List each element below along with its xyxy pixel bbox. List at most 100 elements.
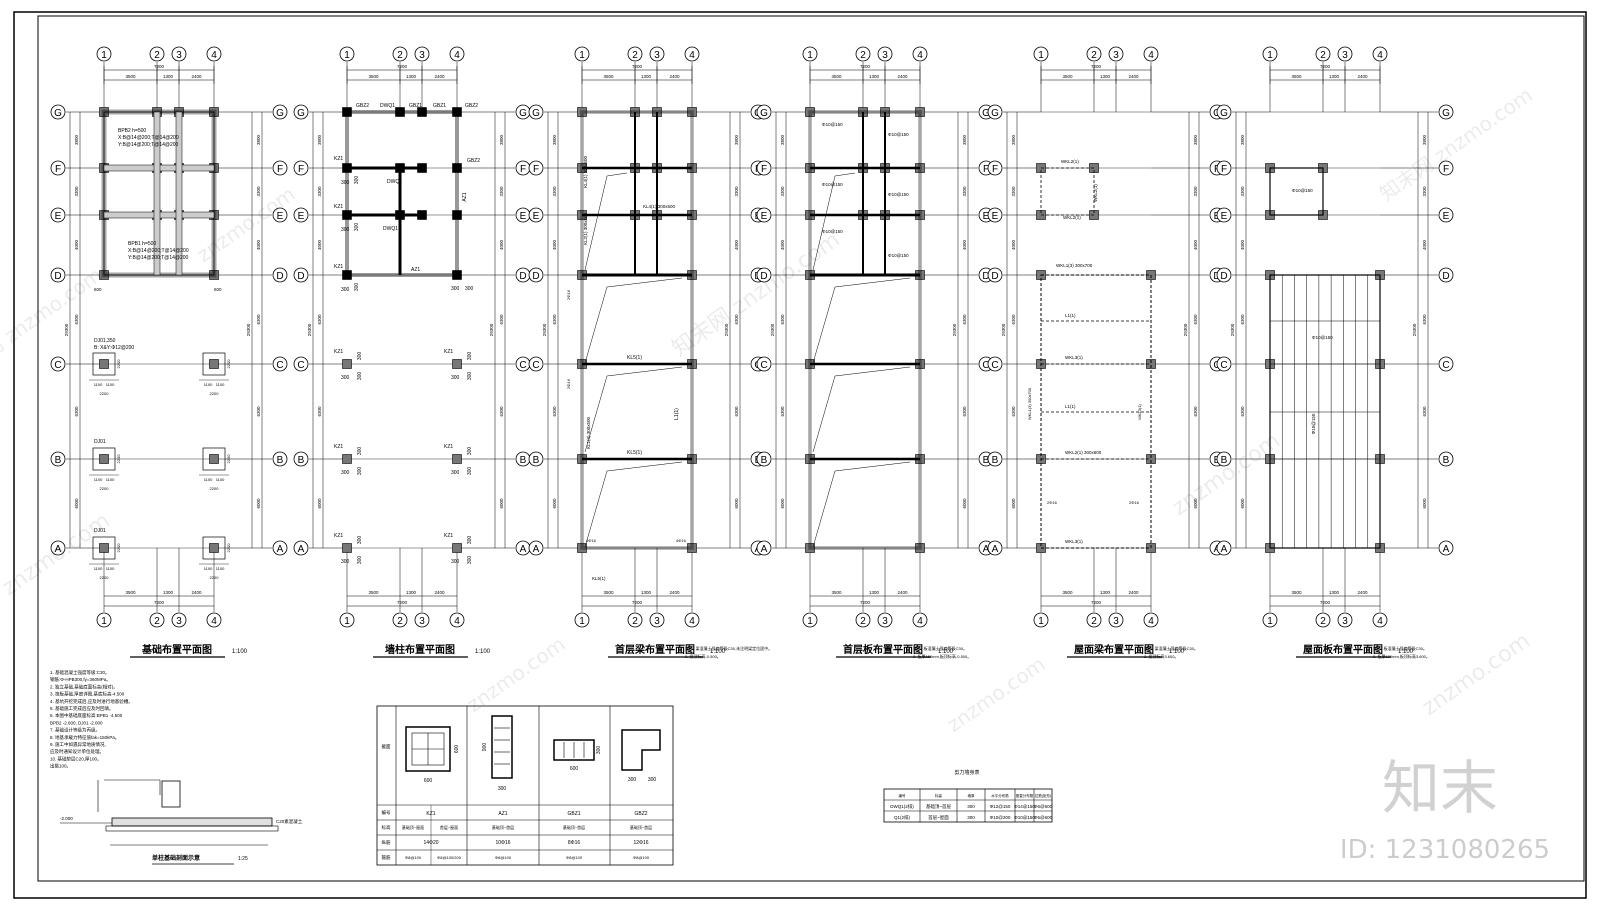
dim-left: 6000 [1240, 498, 1245, 509]
table-header: 截面 [382, 743, 391, 750]
axis-bubble [756, 356, 772, 372]
axis-bubble [756, 104, 772, 120]
dim-note: 600 [94, 287, 102, 292]
rebar-label: 4Φ16 [676, 538, 687, 543]
beam-label: WKL3(1) [1065, 355, 1083, 360]
dim-part: 3500 [125, 590, 136, 595]
table-stirrup: Φ8@100 [566, 855, 583, 860]
footing-dim: 1100 [94, 566, 103, 571]
beam-note: 注: 1. 梁混凝土强度等级C30,未注明梁定位居中。 [685, 645, 772, 651]
axis-bubble [912, 612, 928, 628]
plan-scale: 1:100 [1169, 649, 1185, 655]
column-dim: 300 [451, 286, 460, 292]
column [452, 359, 462, 369]
axis-number-3: 3 [654, 50, 660, 61]
axis-number-2: 2 [1091, 616, 1097, 627]
plan-title: 首层梁布置平面图 [615, 643, 695, 656]
axis-letter-A: A [298, 544, 305, 555]
table-name: KZ1 [426, 811, 435, 817]
dim-right: 3300 [256, 186, 261, 197]
table-border [883, 788, 1053, 823]
footing-label: DJ01 [94, 528, 106, 534]
dim-left: 3300 [552, 186, 557, 197]
column-label: GBZ2 [467, 158, 480, 164]
plan-scale: 1:100 [475, 649, 491, 655]
column-label: KZ1 [334, 349, 343, 355]
axis-bubble [50, 356, 66, 372]
column-dim: 300 [467, 352, 473, 361]
slab-label: Φ10@150 [888, 253, 909, 258]
axis-bubble [528, 267, 544, 283]
dim-part: 2400 [669, 590, 680, 595]
wall-header: 编号 [899, 793, 907, 798]
rebar-label: 2Φ16 [566, 289, 571, 300]
column [342, 270, 352, 280]
axis-bubble [171, 46, 187, 62]
axis-bubble [912, 46, 928, 62]
axis-letter-A: A [520, 544, 527, 555]
wall-header: 墙厚 [968, 793, 976, 798]
dim-left: 3800 [552, 134, 557, 145]
dim-left: 6000 [780, 498, 785, 509]
wall-cell: Φ10@200 [990, 815, 1011, 820]
plan-title: 屋面梁布置平面图 [1074, 643, 1154, 656]
dim-left: 6000 [1011, 498, 1016, 509]
axis-bubble [50, 540, 66, 556]
slab-label: Φ10@150 [1312, 335, 1333, 340]
dim-right: 6000 [256, 498, 261, 509]
axis-bubble [1262, 46, 1278, 62]
axis-letter-B: B [55, 455, 62, 466]
axis-letter-E: E [1221, 211, 1228, 222]
axis-letter-G: G [991, 108, 999, 119]
wall-label: DWQ1 [387, 179, 402, 185]
dim-total: 7200 [154, 600, 165, 605]
column-dim: 300 [354, 283, 360, 292]
section-gbz1 [553, 739, 595, 761]
rebar-label: 2Φ16 [1129, 500, 1140, 505]
axis-letter-C: C [991, 360, 998, 371]
wall-header: 垂直分布筋 [1016, 793, 1034, 798]
beam-label: KL4(1) 300x500 [643, 204, 676, 209]
beam-note: 注: 1. 梁混凝土强度等级C30。 [1144, 645, 1198, 651]
dim-right: 6300 [499, 314, 504, 325]
wall-header: 水平分布筋 [991, 793, 1009, 798]
plan-scale: 1:100 [938, 649, 954, 655]
plan-title: 墙柱布置平面图 [385, 643, 455, 656]
dim-left: 6300 [1011, 406, 1016, 417]
wall-table-title: 剪力墙身表 [954, 769, 979, 776]
axis-letter-A: A [761, 544, 768, 555]
rebar-label: 2Φ16 [1047, 500, 1058, 505]
dim-right: 6300 [1193, 314, 1198, 325]
axis-bubble [50, 267, 66, 283]
foundation-note: 1. 基础混凝土强度等级:C30。 [50, 669, 110, 676]
dim-total-side: 29300 [246, 323, 251, 336]
axis-number-2: 2 [397, 616, 403, 627]
dim-total: 7200 [632, 600, 643, 605]
axis-bubble [1216, 104, 1232, 120]
axis-bubble [414, 612, 430, 628]
foundation-note: 2. 独立基础,基础底面标高(相对)。 [50, 683, 118, 690]
column [342, 543, 352, 553]
beam-label: L1(1) [674, 408, 680, 420]
dim-part: 1300 [869, 590, 880, 595]
dim-right: 4000 [962, 239, 967, 250]
dim-left: 6300 [552, 406, 557, 417]
dim-total-side: 29300 [1001, 323, 1006, 336]
axis-bubble [293, 267, 309, 283]
axis-letter-D: D [297, 271, 304, 282]
footing-dim: 2200 [226, 454, 231, 464]
foundation-note: 6. 本图中基础底面标高:BPB1 -4.500 [50, 712, 123, 719]
raft-label-bpb2: Y:B@14@200;T@14@200 [118, 142, 179, 148]
foundation-beam [175, 111, 183, 276]
dim-total-side: 29300 [64, 323, 69, 336]
beam-label: WKL2(1) 300x600 [1065, 450, 1102, 455]
foundation-note: 出挑100。 [50, 763, 71, 770]
leader [812, 375, 836, 453]
axis-letter-B: B [761, 455, 768, 466]
axis-bubble [414, 46, 430, 62]
isolated-footing [202, 447, 226, 471]
axis-letter-A: A [55, 544, 62, 555]
column-dim: 300 [341, 287, 350, 293]
dim-part: 3500 [603, 590, 614, 595]
section-size: 300 [628, 777, 637, 783]
